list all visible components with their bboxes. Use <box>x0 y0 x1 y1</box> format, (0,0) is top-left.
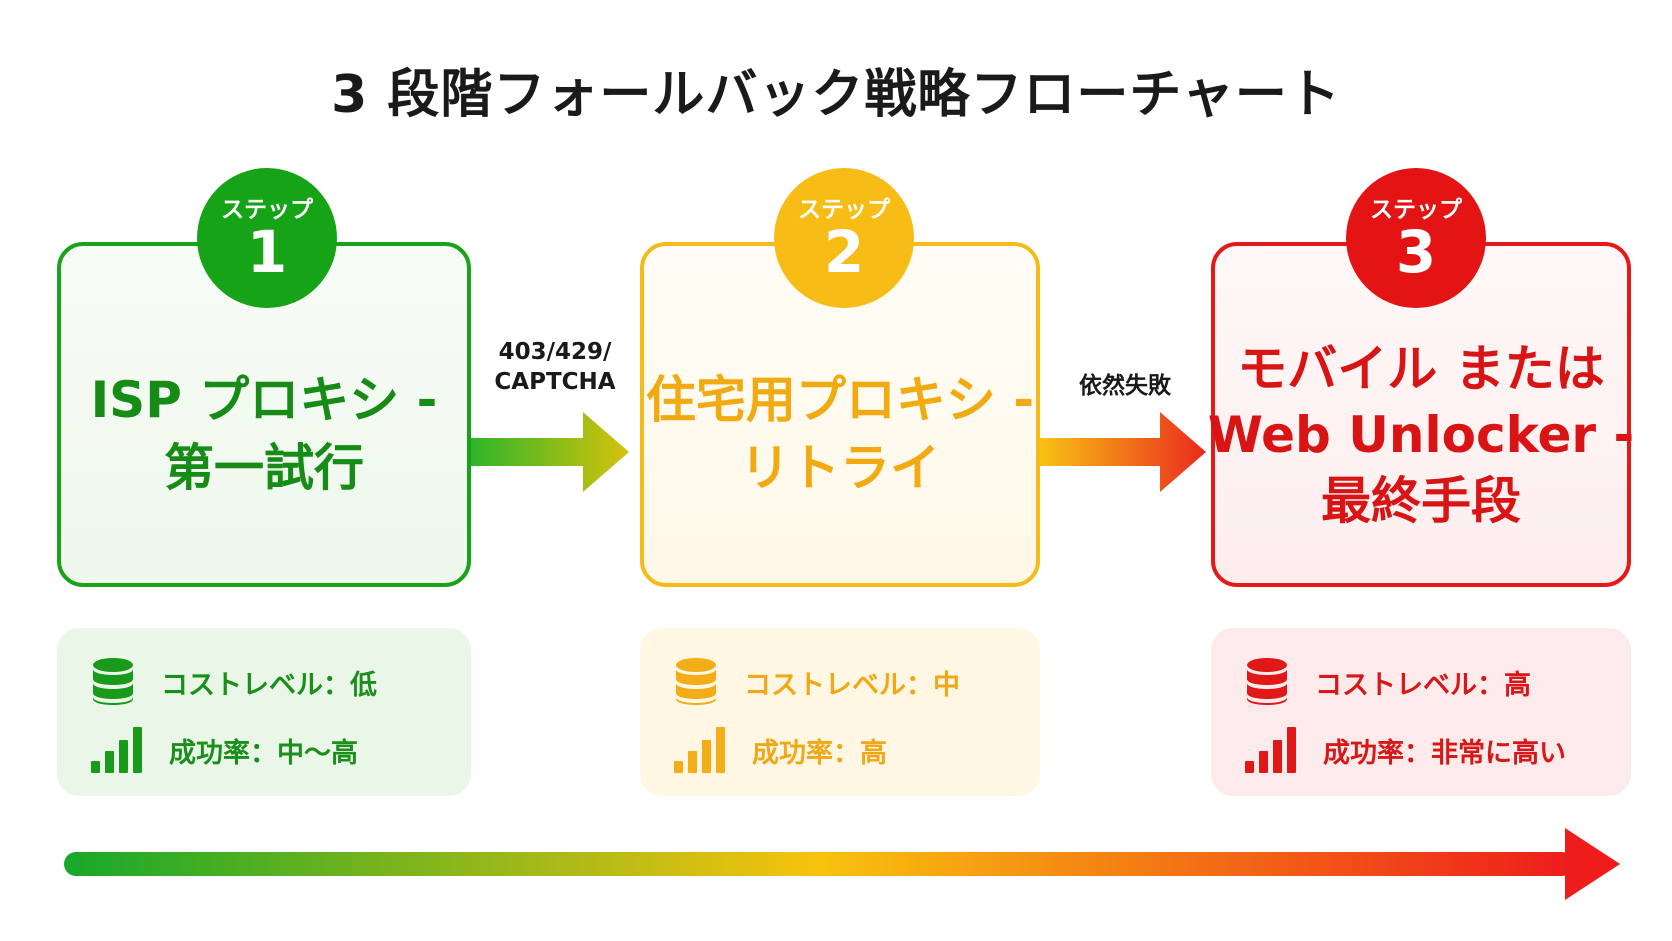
step-title-1: ISP プロキシ - 第一試行 <box>91 367 438 502</box>
step-title-3-line-2: Web Unlocker - <box>1207 405 1635 464</box>
step-badge-label: ステップ <box>221 197 313 224</box>
cost-row: コストレベル：中 <box>674 652 1040 712</box>
success-row: 成功率：非常に高い <box>1245 720 1631 780</box>
success-rate-text: 成功率：非常に高い <box>1323 737 1566 769</box>
progression-arrow <box>64 828 1620 900</box>
step-title-2: 住宅用プロキシ - リトライ <box>646 367 1034 502</box>
step-title-3: モバイル または Web Unlocker - 最終手段 <box>1208 336 1634 534</box>
connector-arrow-1 <box>471 412 629 492</box>
success-rate-text: 成功率：中〜高 <box>169 737 358 769</box>
step-title-3-line-1: モバイル または <box>1237 339 1605 398</box>
step-title-1-line-2: 第一試行 <box>163 438 364 497</box>
signal-bars-icon <box>91 727 142 773</box>
info-panel-3: コストレベル：高 成功率：非常に高い <box>1211 628 1631 796</box>
step-badge-2: ステップ 2 <box>774 168 914 308</box>
connector-label-2-line-1: 依然失敗 <box>1079 373 1171 399</box>
cost-level-text: コストレベル：低 <box>161 669 377 701</box>
step-card-3: モバイル または Web Unlocker - 最終手段 <box>1208 242 1634 587</box>
info-panel-2: コストレベル：中 成功率：高 <box>640 628 1040 796</box>
cost-row: コストレベル：低 <box>91 652 471 712</box>
signal-bars-icon <box>1245 727 1296 773</box>
step-badge-number: 1 <box>246 218 288 287</box>
signal-bars-icon <box>674 727 725 773</box>
database-stack-icon <box>676 658 716 705</box>
database-stack-icon <box>1247 658 1287 705</box>
success-row: 成功率：高 <box>674 720 1040 780</box>
cost-level-text: コストレベル：高 <box>1315 669 1531 701</box>
connector-label-1-line-2: CAPTCHA <box>494 368 616 395</box>
cost-row: コストレベル：高 <box>1245 652 1631 712</box>
step-badge-number: 2 <box>823 218 865 287</box>
step-title-2-line-2: リトライ <box>739 438 940 497</box>
connector-label-1: 403/429/ CAPTCHA <box>480 338 630 398</box>
step-title-3-line-3: 最終手段 <box>1321 471 1521 530</box>
connector-label-1-line-1: 403/429/ <box>498 339 612 365</box>
success-row: 成功率：中〜高 <box>91 720 471 780</box>
connector-arrow-2 <box>1040 412 1206 492</box>
step-badge-3: ステップ 3 <box>1346 168 1486 308</box>
success-rate-text: 成功率：高 <box>752 737 887 769</box>
step-title-2-line-1: 住宅用プロキシ - <box>645 371 1035 429</box>
info-panel-1: コストレベル：低 成功率：中〜高 <box>57 628 471 796</box>
step-badge-label: ステップ <box>1370 197 1462 224</box>
step-title-1-line-1: ISP プロキシ - <box>90 371 438 429</box>
cost-level-text: コストレベル：中 <box>744 669 960 701</box>
step-badge-1: ステップ 1 <box>197 168 337 308</box>
step-badge-label: ステップ <box>798 197 890 224</box>
step-badge-number: 3 <box>1395 218 1437 287</box>
database-stack-icon <box>93 658 133 705</box>
page-title: 3 段階フォールバック戦略フローチャート <box>331 65 1341 125</box>
connector-label-2: 依然失敗 <box>1050 372 1200 402</box>
